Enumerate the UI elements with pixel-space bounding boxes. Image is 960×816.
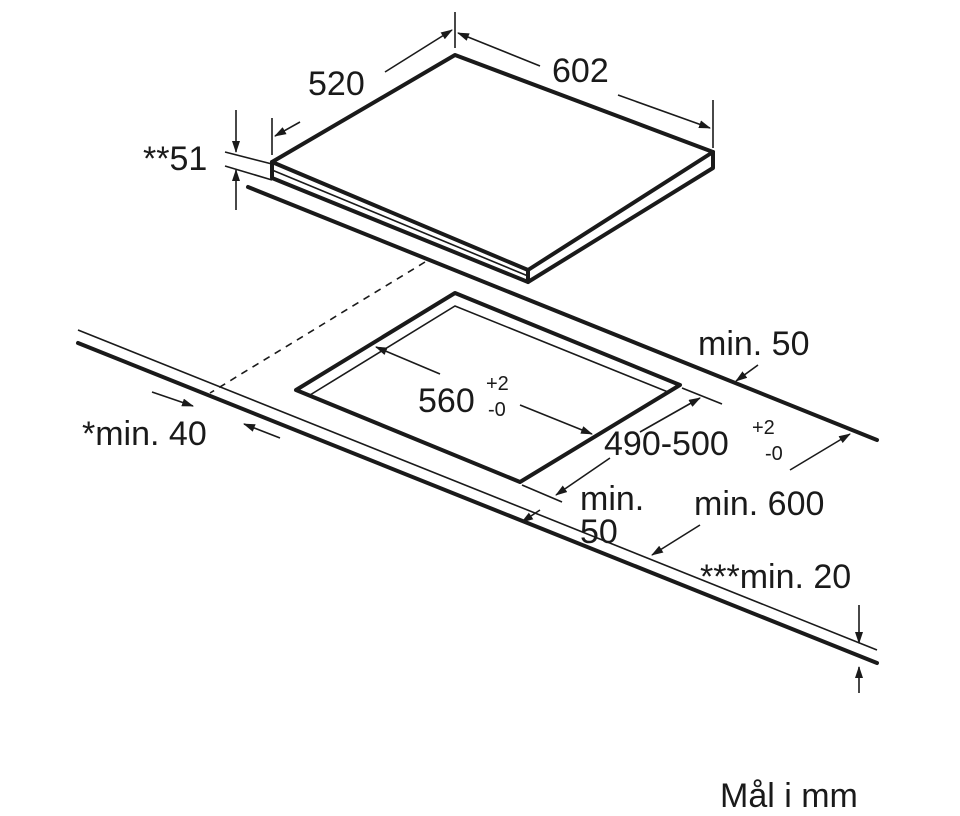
cutout-depth-tol-minus: -0: [765, 443, 783, 465]
units-note: Mål i mm: [720, 777, 858, 815]
worktop-front-top-edge: [77, 329, 878, 651]
hob-right-edge: [526, 150, 715, 284]
cutout-inner-wall: [309, 305, 669, 396]
worktop-back-edge: [246, 185, 879, 442]
extension-line: [681, 387, 723, 405]
cutout-depth-tol-plus: +2: [752, 417, 775, 439]
worktop-front-bottom-edge: [76, 341, 879, 665]
cutout-depth-dimension: 490-500 +2 -0: [521, 387, 783, 503]
hob-depth-label: 520: [308, 65, 365, 103]
extension-line: [224, 165, 273, 181]
gap-back-dimension: min. 50: [698, 325, 810, 382]
gap-back-label: min. 50: [698, 325, 810, 363]
gap-side-label: *min. 40: [82, 415, 207, 453]
dimension-line: [384, 29, 453, 73]
dimension-line: [555, 457, 611, 496]
hob-projection-line: [209, 261, 426, 394]
dimension-line: [457, 32, 541, 67]
extension-line: [521, 484, 563, 503]
cutout-width-label: 560: [418, 382, 475, 420]
hob-left-bevel: [271, 169, 529, 277]
dimension-line: [617, 94, 711, 129]
cutout-outline: [294, 291, 682, 484]
dimension-line: [519, 404, 593, 435]
worktop-depth-dimension: min. 600: [651, 433, 851, 556]
cutout-width-tol-plus: +2: [486, 373, 509, 395]
dimension-line: [243, 423, 281, 439]
worktop: [76, 185, 879, 665]
gap-front-label-line2: 50: [580, 513, 618, 551]
dimension-line: [521, 509, 541, 523]
worktop-depth-label: min. 600: [694, 485, 824, 523]
worktop-thickness-label: ***min. 20: [700, 558, 851, 596]
gap-front-label-line1: min.: [580, 480, 644, 518]
dimension-line: [639, 397, 701, 433]
dimension-line: [274, 121, 301, 137]
hob-height-dimension: **51: [143, 110, 273, 210]
hob-depth-dimension: 520: [271, 12, 456, 155]
cutout-width-tol-minus: -0: [488, 399, 506, 421]
cutout-depth-label: 490-500: [604, 425, 729, 463]
dimension-line: [735, 364, 759, 382]
hob-height-label: **51: [143, 140, 207, 178]
cutout-width-dimension: 560 +2 -0: [375, 346, 593, 435]
gap-side-dimension: *min. 40: [82, 391, 281, 453]
dimension-line: [375, 346, 441, 375]
dimension-line: [651, 524, 701, 556]
hob-width-label: 602: [552, 52, 609, 90]
hob-width-dimension: 602: [457, 32, 714, 148]
dimension-line: [151, 391, 194, 407]
cutout: [294, 291, 682, 484]
gap-front-dimension: min. 50: [521, 480, 644, 551]
hob: [270, 53, 715, 284]
dimension-line: [789, 433, 851, 471]
extension-line: [224, 151, 273, 165]
worktop-thickness-dimension: ***min. 20: [700, 558, 863, 693]
